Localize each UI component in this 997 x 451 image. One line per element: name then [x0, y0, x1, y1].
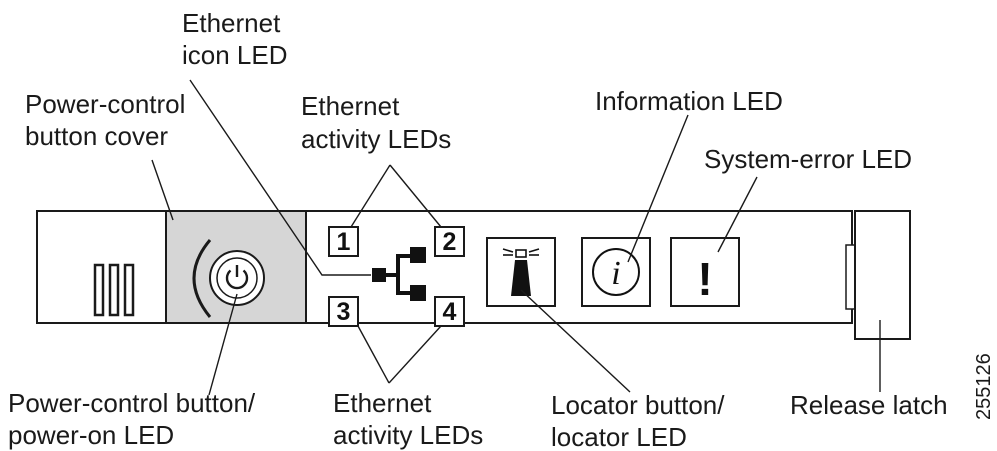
figure-id: 255126 — [973, 353, 995, 420]
label-system-error-led: System-error LED — [704, 144, 912, 174]
label-eth-activity-bottom-line2: activity LEDs — [333, 420, 483, 450]
label-power-cover-line1: Power-control — [25, 89, 185, 119]
information-icon: i — [611, 255, 620, 292]
led-number-1: 1 — [337, 228, 351, 256]
label-eth-activity-top-line2: activity LEDs — [301, 124, 451, 154]
release-latch[interactable] — [845, 210, 911, 340]
label-release-latch: Release latch — [790, 390, 948, 420]
system-error-led: ! — [670, 237, 740, 307]
ethernet-network-icon — [372, 247, 426, 301]
exclamation-icon: ! — [697, 253, 712, 305]
ethernet-activity-led-4: 4 — [434, 296, 465, 327]
label-power-button-line1: Power-control button/ — [8, 388, 256, 418]
label-information-led: Information LED — [595, 86, 783, 116]
label-eth-activity-bottom-line1: Ethernet — [333, 388, 432, 418]
panel-grip — [93, 263, 135, 317]
led-number-2: 2 — [443, 228, 457, 256]
locator-button[interactable] — [486, 237, 556, 307]
lighthouse-icon — [502, 248, 540, 296]
label-ethernet-icon-led-line2: icon LED — [182, 40, 288, 70]
information-led: i — [581, 237, 651, 307]
label-power-cover-line2: button cover — [25, 121, 168, 151]
label-power-button-line2: power-on LED — [8, 420, 174, 450]
label-locator-line2: locator LED — [551, 422, 687, 451]
callout-lines — [151, 79, 881, 396]
label-locator-line1: Locator button/ — [551, 390, 725, 420]
led-number-4: 4 — [443, 298, 457, 326]
power-control-button[interactable] — [209, 250, 265, 306]
ethernet-activity-led-3: 3 — [328, 296, 359, 327]
labels: Ethernet icon LED Power-control button c… — [8, 8, 948, 451]
label-ethernet-icon-led-line1: Ethernet — [182, 8, 281, 38]
label-eth-activity-top-line1: Ethernet — [301, 91, 400, 121]
power-icon — [225, 265, 249, 290]
ethernet-activity-led-2: 2 — [434, 226, 465, 257]
led-number-3: 3 — [337, 298, 351, 326]
ethernet-activity-led-1: 1 — [328, 226, 359, 257]
